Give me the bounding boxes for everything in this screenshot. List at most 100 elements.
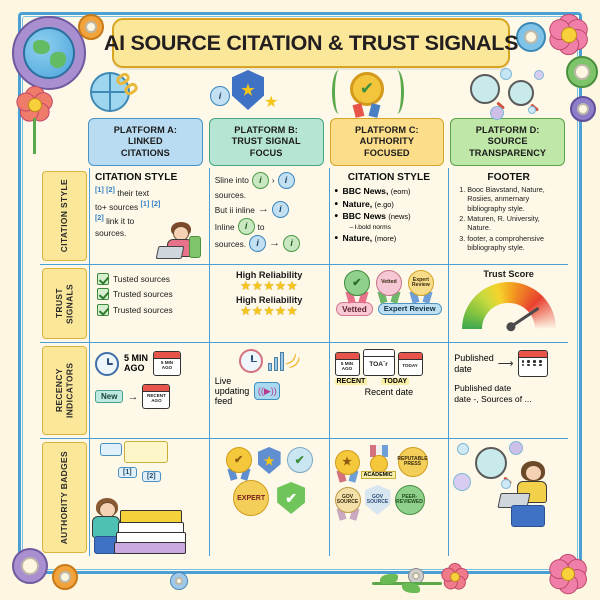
info-icon-4: i xyxy=(237,218,255,236)
recent-tag: RECENT xyxy=(334,378,368,385)
cell-citation-style-a: CITATION STYLE [1] [2] their text to+ so… xyxy=(89,168,209,264)
cell-b-line2: But ii inline xyxy=(214,204,255,215)
row-label-recency-indicators: RECENCY INDICATORS xyxy=(42,346,87,435)
star-rating-1: ★★★★★ xyxy=(240,279,299,293)
check-icon-2 xyxy=(97,288,109,300)
checklist-label-2: Trusted sources xyxy=(113,289,173,299)
table-row-citation-style: CITATION STYLE CITATION STYLE [1] [2] th… xyxy=(40,168,568,264)
cell-recency-d: Published date ⟶ Published date date -, … xyxy=(448,343,568,438)
checklist-label-1: Tusted sources xyxy=(113,273,170,284)
checklist-item-2: Trusted sources xyxy=(97,288,204,300)
vetted-badge-text: Vetted xyxy=(375,270,402,296)
live-play-icon: ((▶)) xyxy=(254,382,281,401)
cell-trust-signals-a: Tusted sources Trusted sources Trusted s… xyxy=(89,265,209,342)
recency-c-cal2: TOAˉr xyxy=(369,361,388,368)
source-note-4: (more) xyxy=(374,233,397,243)
info-icon-6: i xyxy=(283,235,301,253)
calendar-icon-toa: TOAˉr xyxy=(362,349,395,376)
col-d-line1: PLATFORM D: xyxy=(475,125,540,136)
list-item: Maturen, R. University, Nature. xyxy=(467,214,563,233)
citation-ref-2: [2] xyxy=(106,185,115,194)
recency-c-cal1-l1: 5 MIN xyxy=(340,361,354,366)
check-rosette-green: ✔ xyxy=(286,447,313,473)
cell-trust-signals-d: Trust Score xyxy=(448,265,568,342)
list-item: Nature, (e.go) xyxy=(335,198,444,212)
cell-b-line3b: to xyxy=(257,221,265,232)
check-icon-b3: ✔ xyxy=(286,447,313,473)
citation-ref-5: [2] xyxy=(95,213,104,223)
speech-bubble-icon-1 xyxy=(100,443,122,456)
calendar-icon-5min: 5 MIN AGO xyxy=(334,352,360,376)
cell-recency-c: 5 MIN AGO TOAˉr TODAY RECENT T xyxy=(328,343,449,438)
star-rosette-badge: ★ xyxy=(334,449,360,483)
list-item: footer, a comprohensive bibliography sty… xyxy=(467,234,563,253)
academic-medal-badge: ACADEMIC xyxy=(360,445,396,479)
globe-link-icon xyxy=(90,68,140,116)
arrow-icon-published: ⟶ xyxy=(497,358,514,370)
recency-a-cal2-l1: RECENT xyxy=(147,393,166,398)
source-note-3: (news) xyxy=(388,212,411,222)
new-pill-badge[interactable]: New xyxy=(95,390,124,403)
source-name-1: BBC News, xyxy=(342,186,389,196)
recency-c-cal1-l2: AGO xyxy=(341,365,353,371)
cell-a-line4: sources. xyxy=(95,227,127,238)
header-icon-strip: i ★ ★ ✦ ✔ xyxy=(60,66,560,120)
source-name-3: BBC News xyxy=(342,211,386,222)
expert-review-tag[interactable]: Expert Review xyxy=(377,302,442,316)
info-shield-star-icon: i ★ ★ ✦ xyxy=(210,66,282,118)
column-header-platform-b[interactable]: PLATFORM B: TRUST SIGNAL FOCUS xyxy=(208,118,324,166)
check-rosette-badge: ✔ xyxy=(343,270,370,304)
source-name-4: Nature, xyxy=(342,232,373,243)
vetted-tag[interactable]: Vetted xyxy=(336,302,373,316)
column-header-platform-a[interactable]: PLATFORM A: LINKED CITATIONS xyxy=(88,118,203,166)
citation-ref-badge-2: [2] xyxy=(142,471,161,482)
wifi-icon: )) xyxy=(284,351,304,371)
check-icon-1 xyxy=(97,272,109,285)
cell-authority-c: ★ ACADEMIC REPUTABLE PRESS GOV SOURCE xyxy=(328,439,449,556)
row-label-authority-badges: AUTHORITY BADGES xyxy=(42,442,87,553)
trust-score-label: Trust Score xyxy=(483,269,534,279)
list-item: BBC News, (eorn) xyxy=(335,185,444,199)
col-c-line1: PLATFORM C: xyxy=(355,125,419,136)
checklist-label-3: Trusted sources xyxy=(113,304,173,315)
expert-review-badge-text: Expert Review xyxy=(407,270,434,296)
cell-authority-d xyxy=(448,439,568,556)
cell-trust-signals-c: ✔ Vetted Expert Review Vetted Expert Rev… xyxy=(328,265,449,342)
row-label-trust-signals: TRUST SIGNALS xyxy=(42,268,87,339)
table-header-row: PLATFORM A: LINKED CITATIONS PLATFORM B:… xyxy=(40,118,568,166)
info-icon-1: i xyxy=(251,172,269,189)
page-title: AI SOURCE CITATION & TRUST SIGNALS xyxy=(103,30,519,55)
column-header-platform-c[interactable]: PLATFORM C: AUTHORITY FOCUSED xyxy=(329,118,445,166)
col-d-line2: SOURCE xyxy=(487,136,528,147)
row-label-citation-style: CITATION STYLE xyxy=(42,171,87,261)
bar-chart-icon xyxy=(268,351,285,371)
academic-label: ACADEMIC xyxy=(360,471,396,479)
check-shield-green: ✔ xyxy=(277,482,306,514)
column-header-platform-d[interactable]: PLATFORM D: SOURCE TRANSPARENCY xyxy=(450,118,565,166)
cell-b-line4: sources. xyxy=(214,238,247,249)
check-icon-b1: ✔ xyxy=(225,447,252,473)
citation-ref-1: [1] xyxy=(95,185,104,194)
poster-title-banner: AI SOURCE CITATION & TRUST SIGNALS xyxy=(104,18,518,68)
list-item: BBC News (news) – ł.bold norms xyxy=(335,210,444,232)
cell-citation-style-b: Sline into i › i sources. But ii inline … xyxy=(208,168,329,264)
peer-reviewed-badge: PEER- REVIEWED xyxy=(394,485,425,515)
table-row-authority-badges: AUTHORITY BADGES [1] [2] xyxy=(40,438,568,556)
recency-b-l3: feed xyxy=(214,396,233,407)
recency-a-cal-l1: 5 MIN xyxy=(160,360,174,365)
shield-icon: ★ xyxy=(232,70,264,110)
recency-d-l2: Published date xyxy=(454,383,512,393)
cell-a-line3: link it to xyxy=(106,216,135,227)
recency-a-cal-l2: AGO xyxy=(161,364,173,370)
recency-b-l2: updating xyxy=(214,386,250,397)
info-icon-2: i xyxy=(277,172,295,189)
cell-recency-a: 5 MIN AGO 5 MIN AGO New → xyxy=(89,343,209,438)
cell-citation-style-d: FOOTER Booc Biavstand, Nature, Rosiies, … xyxy=(448,168,568,264)
calendar-icon-published xyxy=(517,350,548,377)
cell-a-title: CITATION STYLE xyxy=(95,172,178,183)
vetted-rosette-badge: Vetted xyxy=(375,270,402,304)
citation-ref-3: [1] xyxy=(140,199,150,209)
cell-citation-style-c: CITATION STYLE BBC News, (eorn) Nature, … xyxy=(328,168,449,264)
recency-c-caption: Recent date xyxy=(364,387,414,397)
reliability-label-2: High Reliability xyxy=(235,295,303,306)
